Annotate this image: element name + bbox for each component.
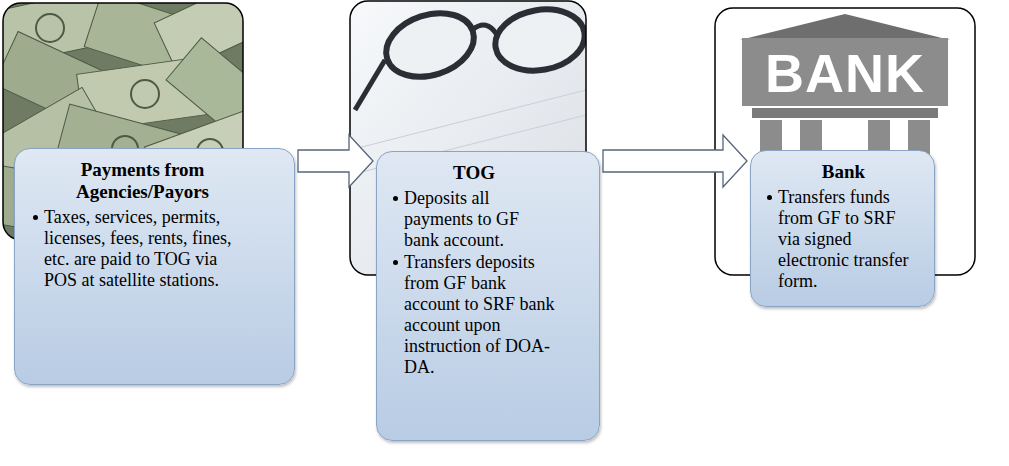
flow-arrow — [603, 135, 747, 187]
bullet-dot — [33, 215, 38, 220]
banknote-seal — [131, 80, 159, 108]
bullet-item: Deposits all payments to GF bank account… — [391, 188, 557, 251]
bullet-text: Transfers deposits from GF bank account … — [404, 252, 557, 378]
bank-roof — [740, 14, 950, 40]
bullet-dot — [767, 195, 772, 200]
bullet-text: Taxes, services, permits, licenses, fees… — [44, 207, 254, 291]
box-heading: Bank — [765, 161, 922, 183]
banknote-seal — [36, 14, 64, 42]
bank-pediment — [742, 38, 948, 106]
box-heading: Payments from Agencies/Payors — [31, 159, 254, 203]
paper-line — [350, 90, 586, 150]
bullet-text: Transfers funds from GF to SRF via signe… — [778, 187, 922, 292]
bullet-dot — [393, 196, 398, 201]
glasses-bridge — [472, 25, 497, 35]
bullet-text: Deposits all payments to GF bank account… — [404, 188, 557, 251]
bullet-item: Transfers funds from GF to SRF via signe… — [765, 187, 922, 292]
bullet-item: Taxes, services, permits, licenses, fees… — [31, 207, 254, 291]
bank-beam — [752, 108, 938, 118]
bullet-item: Transfers deposits from GF bank account … — [391, 252, 557, 378]
sign-text: BANK — [742, 46, 948, 100]
process-box: TOG Deposits all payments to GF bank acco… — [376, 151, 600, 441]
glasses-lens — [490, 3, 586, 78]
glasses-temple — [355, 60, 385, 110]
box-heading: TOG — [391, 162, 557, 184]
bullet-dot — [393, 260, 398, 265]
glasses-lens — [378, 3, 482, 88]
flow-arrow — [298, 135, 373, 187]
process-box: Payments from Agencies/PayorsTaxes, serv… — [14, 148, 295, 385]
process-box: BankTransfers funds from GF to SRF via s… — [750, 150, 935, 307]
